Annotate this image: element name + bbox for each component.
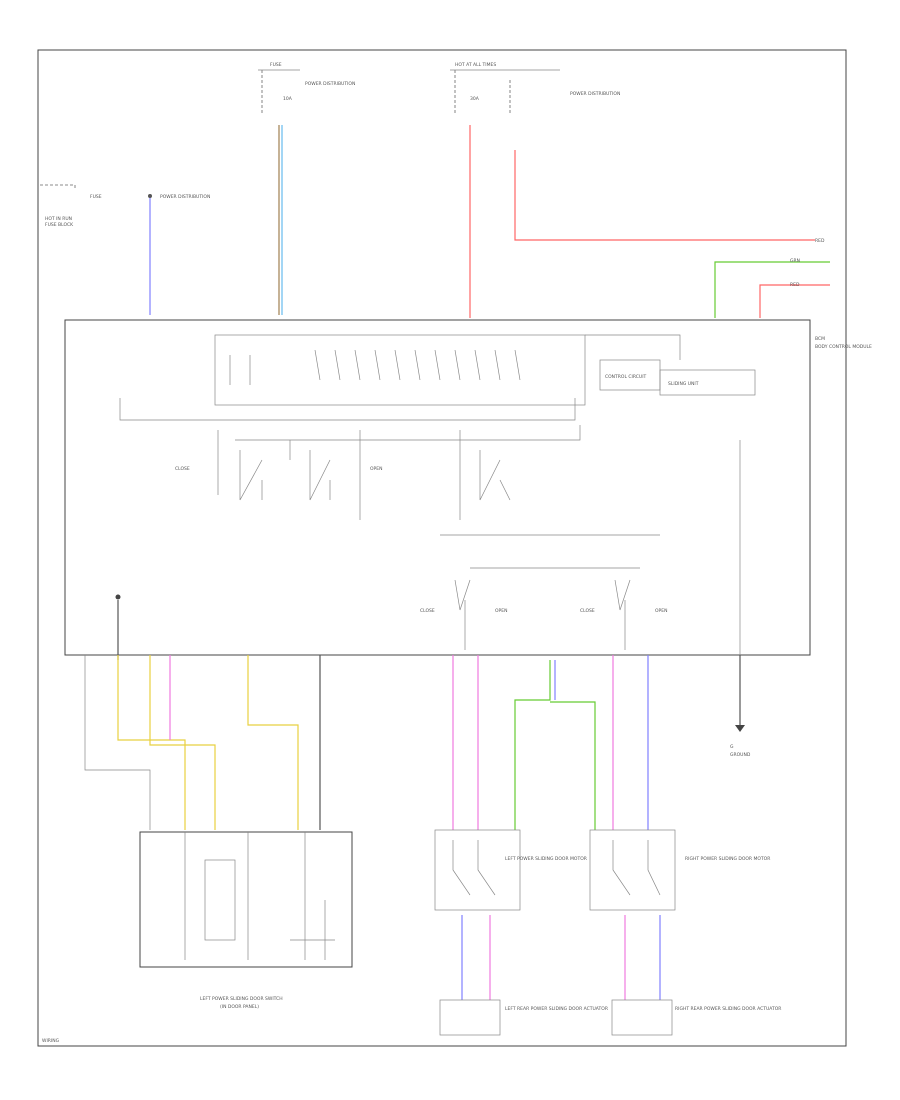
left-motor-bottom-label: LEFT REAR POWER SLIDING DOOR ACTUATOR: [505, 1006, 608, 1012]
fuse-a-rating: 10A: [283, 96, 293, 102]
left-door-switch: LEFT POWER SLIDING DOOR SWITCH (IN DOOR …: [139, 831, 353, 1010]
top-center-supply: FUSE 10A POWER DISTRIBUTION: [258, 62, 355, 315]
hot-run-label: HOT IN RUN: [45, 216, 72, 222]
module-side-label: BCM: [815, 336, 825, 342]
top-left-supply: HOT IN RUN FUSE BLOCK FUSE POWER DISTRIB…: [40, 184, 210, 315]
left-switch-sub: (IN DOOR PANEL): [220, 1004, 259, 1010]
left-door-motor: LEFT POWER SLIDING DOOR MOTOR LEFT REAR …: [434, 829, 608, 1036]
top-right-supply: HOT AT ALL TIMES 30A POWER DISTRIBUTION …: [450, 62, 830, 318]
right-open-label: OPEN: [655, 608, 667, 614]
red-wire-tag: RED: [815, 238, 825, 244]
sliding-unit-label: SLIDING UNIT: [668, 381, 699, 387]
right-door-motor: RIGHT POWER SLIDING DOOR MOTOR RIGHT REA…: [589, 829, 781, 1036]
fuse-a-title: FUSE: [270, 62, 282, 68]
fuse-b-rating: 30A: [470, 96, 480, 102]
hot-run-sub: FUSE BLOCK: [45, 222, 74, 228]
hot-all-label: HOT AT ALL TIMES: [455, 62, 496, 68]
left-switch-label: LEFT POWER SLIDING DOOR SWITCH: [200, 996, 283, 1002]
corner-tag: WIRING: [42, 1038, 60, 1044]
module-side-desc: BODY CONTROL MODULE: [815, 344, 872, 350]
hot-run-fuse-label: FUSE: [90, 194, 102, 200]
control-module: BCM BODY CONTROL MODULE CONTROL CIRCUIT …: [64, 319, 872, 656]
left-close-label: CLOSE: [420, 608, 435, 614]
green-wire-tag: GRN: [790, 258, 800, 264]
fuse-b-desc: POWER DISTRIBUTION: [570, 91, 620, 97]
right-motor-bottom-label: RIGHT REAR POWER SLIDING DOOR ACTUATOR: [675, 1006, 781, 1012]
fuse-a-desc: POWER DISTRIBUTION: [305, 81, 355, 87]
relay-open-label: OPEN: [370, 466, 382, 472]
left-motor-top-label: LEFT POWER SLIDING DOOR MOTOR: [505, 856, 587, 862]
red-wire-tag-2: RED: [790, 282, 800, 288]
relay-close-label: CLOSE: [175, 466, 190, 472]
hot-run-fuse-desc: POWER DISTRIBUTION: [160, 194, 210, 200]
right-motor-top-label: RIGHT POWER SLIDING DOOR MOTOR: [685, 856, 770, 862]
ground-desc: GROUND: [730, 752, 751, 758]
lower-wiring: G GROUND: [84, 594, 751, 830]
ground-label: G: [730, 744, 734, 750]
right-close-label: CLOSE: [580, 608, 595, 614]
diagram-frame: [37, 49, 847, 1047]
left-open-label: OPEN: [495, 608, 507, 614]
control-circuit-label: CONTROL CIRCUIT: [605, 374, 647, 380]
